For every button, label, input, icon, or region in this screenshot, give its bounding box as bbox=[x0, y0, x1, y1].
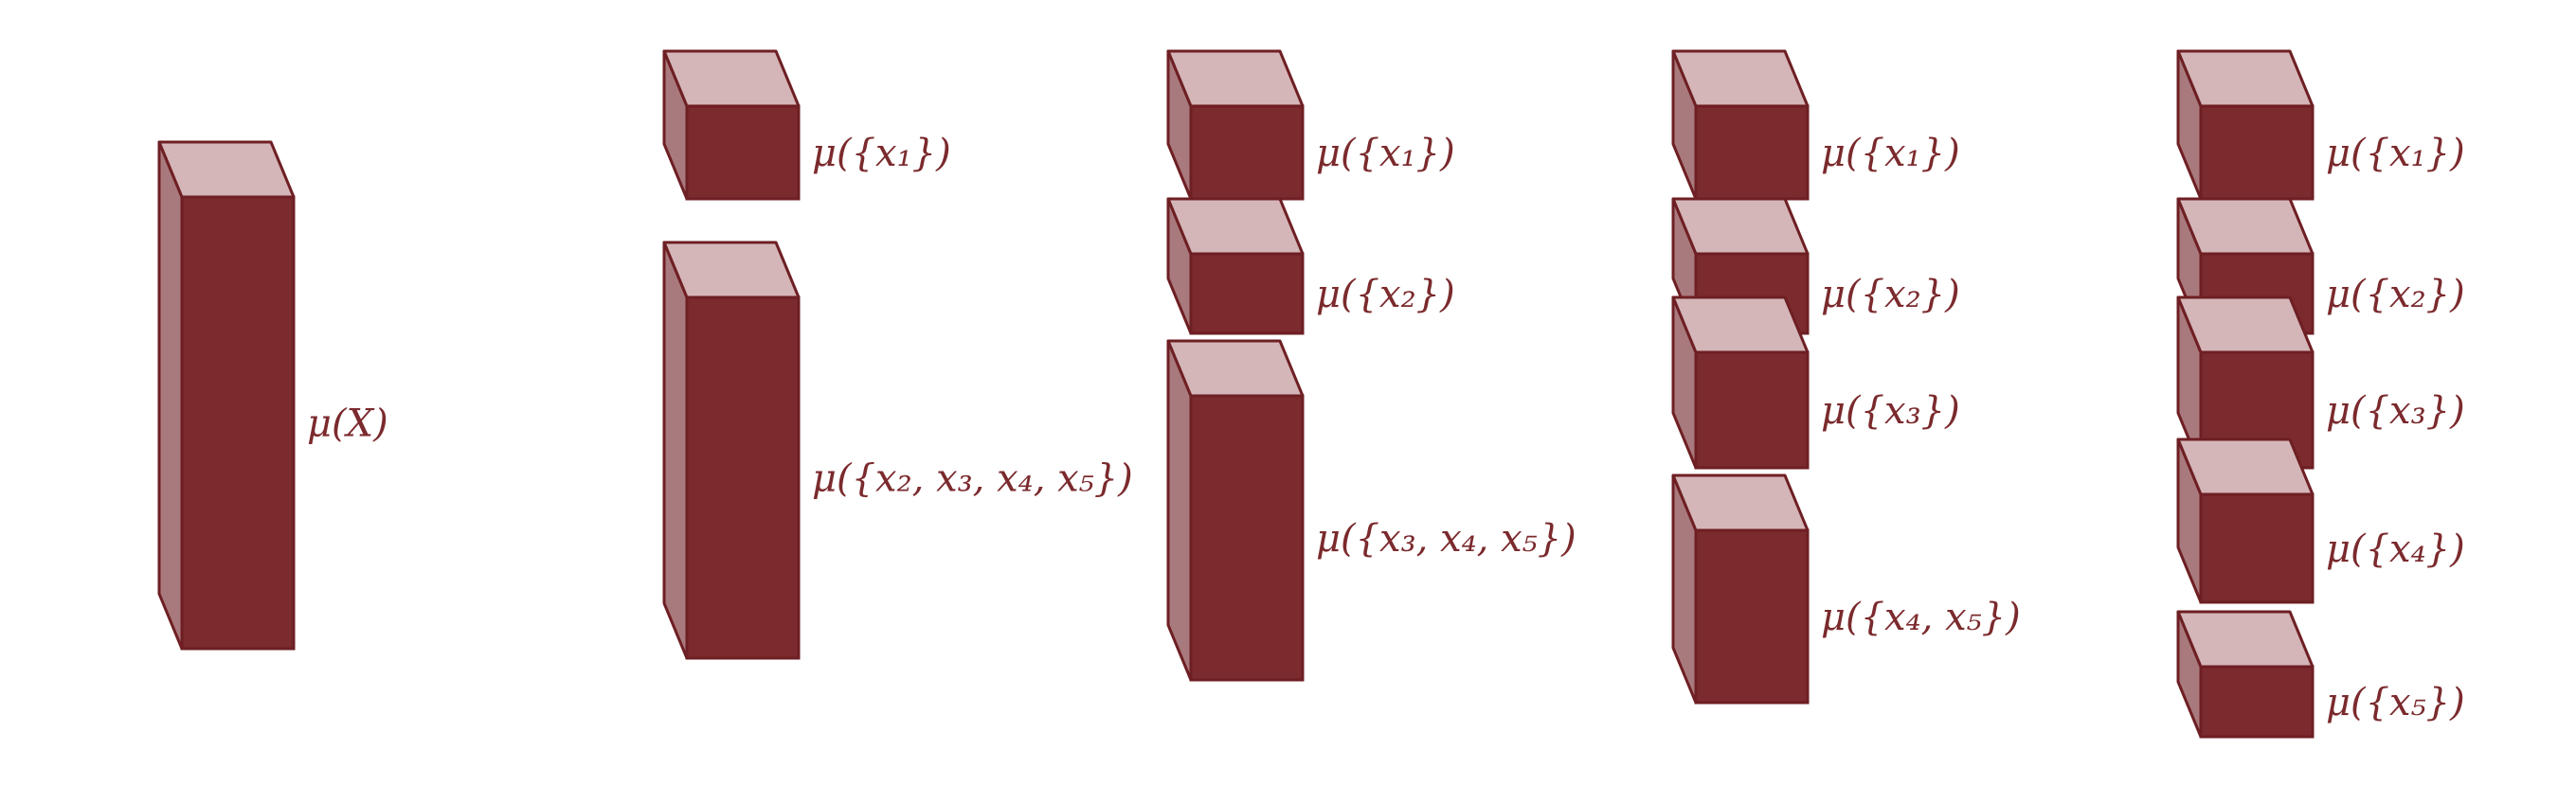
measure-block: μ({x₂, x₃, x₄, x₅}) bbox=[662, 241, 1133, 660]
measure-block: μ({x₁}) bbox=[2176, 49, 2465, 201]
block-top-face bbox=[1671, 473, 1810, 532]
block-label: μ({x₂}) bbox=[2326, 273, 2465, 316]
measure-block: μ({x₄, x₅}) bbox=[1671, 473, 2021, 705]
block-top-face bbox=[1671, 197, 1810, 256]
block-label: μ({x₄}) bbox=[2326, 527, 2465, 571]
block-side-face bbox=[662, 241, 689, 660]
column-five-parts: μ({x₁}) μ({x₂}) μ({x₃}) μ({x₄}) μ({x₅}) bbox=[2176, 49, 2465, 739]
block-top-face bbox=[662, 241, 801, 299]
block-top-face bbox=[1166, 49, 1305, 108]
measure-block: μ({x₁}) bbox=[662, 49, 951, 201]
block-label: μ({x₁}) bbox=[1821, 132, 1960, 175]
block-front-face bbox=[2199, 665, 2315, 739]
block-front-face bbox=[2199, 104, 2315, 201]
block-label: μ({x₁}) bbox=[1316, 132, 1455, 175]
block-top-face bbox=[2176, 438, 2315, 496]
block-front-face bbox=[1694, 104, 1810, 201]
measure-block: μ({x₂}) bbox=[1166, 197, 1455, 335]
block-front-face bbox=[180, 195, 296, 651]
block-label: μ({x₃}) bbox=[1821, 389, 1960, 433]
column-whole-set: μ(X) bbox=[157, 140, 388, 651]
block-label: μ({x₃}) bbox=[2326, 389, 2465, 433]
block-side-face bbox=[1166, 339, 1193, 682]
block-label: μ({x₂, x₃, x₄, x₅}) bbox=[812, 457, 1133, 501]
block-top-face bbox=[1166, 339, 1305, 398]
block-label: μ({x₃, x₄, x₅}) bbox=[1316, 517, 1576, 561]
block-front-face bbox=[685, 295, 801, 660]
measure-block: μ({x₅}) bbox=[2176, 610, 2465, 739]
block-front-face bbox=[2199, 492, 2315, 604]
block-top-face bbox=[2176, 49, 2315, 108]
block-front-face bbox=[1189, 104, 1305, 201]
block-side-face bbox=[157, 140, 184, 651]
block-label: μ({x₄, x₅}) bbox=[1821, 596, 2021, 639]
measure-block: μ({x₃, x₄, x₅}) bbox=[1166, 339, 1576, 682]
block-front-face bbox=[1189, 394, 1305, 682]
measure-block: μ({x₄}) bbox=[2176, 438, 2465, 604]
block-top-face bbox=[157, 140, 296, 199]
column-two-parts: μ({x₁}) μ({x₂, x₃, x₄, x₅}) bbox=[662, 49, 1133, 660]
measure-block: μ({x₁}) bbox=[1671, 49, 1960, 201]
measure-block: μ({x₃}) bbox=[1671, 295, 1960, 470]
column-four-parts: μ({x₁}) μ({x₂}) μ({x₃}) μ({x₄, x₅}) bbox=[1671, 49, 2021, 705]
block-top-face bbox=[2176, 197, 2315, 256]
block-top-face bbox=[2176, 295, 2315, 354]
block-top-face bbox=[662, 49, 801, 108]
block-label: μ({x₂}) bbox=[1821, 273, 1960, 316]
block-top-face bbox=[1671, 295, 1810, 354]
block-top-face bbox=[1671, 49, 1810, 108]
block-front-face bbox=[1189, 252, 1305, 335]
block-label: μ(X) bbox=[307, 402, 388, 446]
block-label: μ({x₂}) bbox=[1316, 273, 1455, 316]
block-top-face bbox=[2176, 610, 2315, 669]
column-three-parts: μ({x₁}) μ({x₂}) μ({x₃, x₄, x₅}) bbox=[1166, 49, 1576, 682]
block-front-face bbox=[685, 104, 801, 201]
block-label: μ({x₁}) bbox=[2326, 132, 2465, 175]
block-label: μ({x₁}) bbox=[812, 132, 951, 175]
measure-block: μ({x₁}) bbox=[1166, 49, 1455, 201]
block-label: μ({x₅}) bbox=[2326, 681, 2465, 724]
block-front-face bbox=[1694, 528, 1810, 705]
block-front-face bbox=[1694, 350, 1810, 470]
measure-block: μ(X) bbox=[157, 140, 388, 651]
block-top-face bbox=[1166, 197, 1305, 256]
